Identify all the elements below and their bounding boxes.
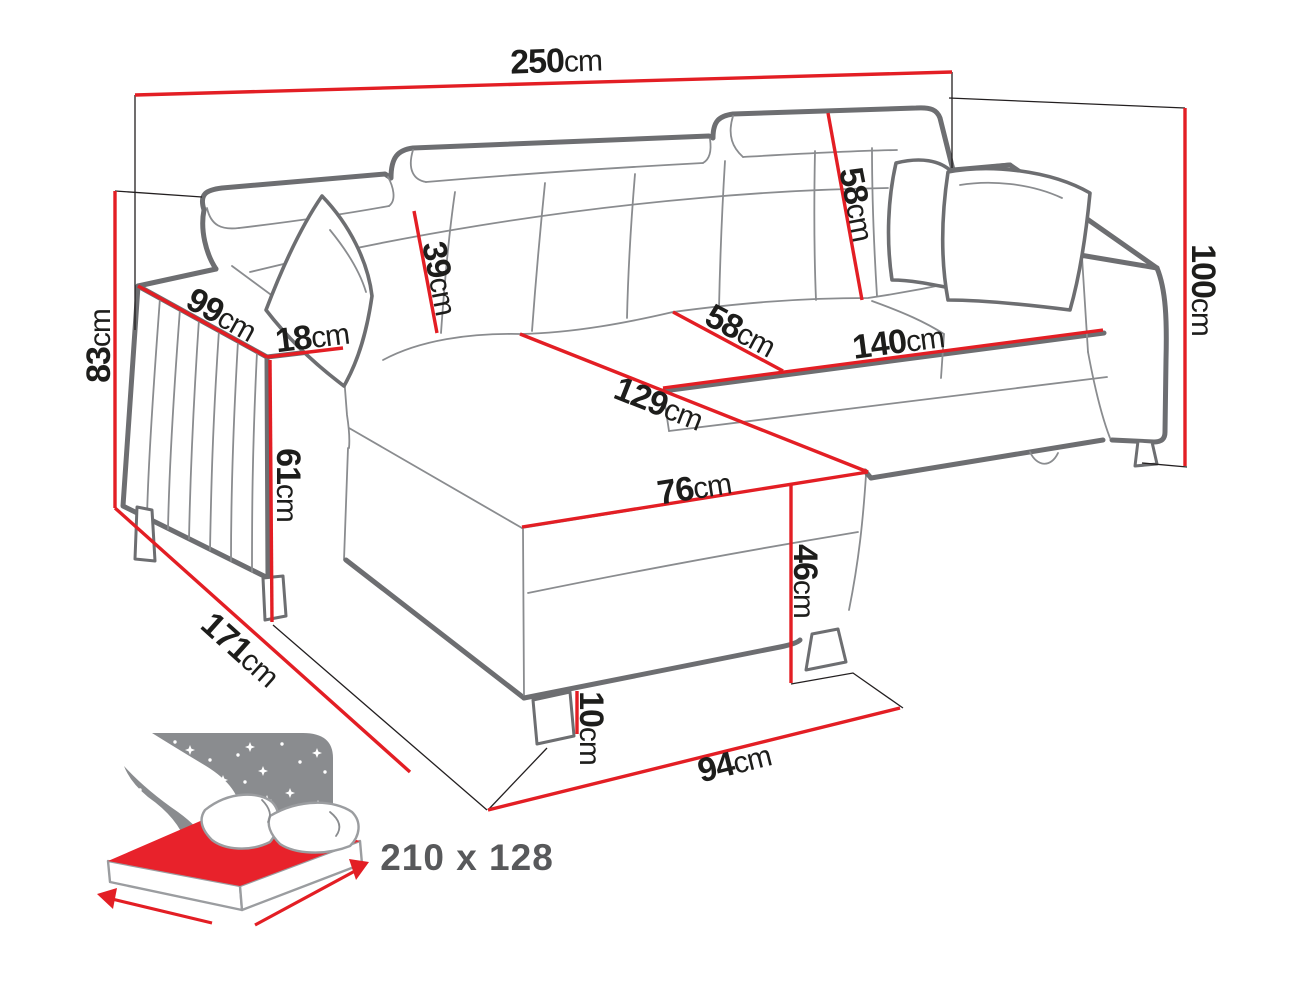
dim-seat-width: 140cm (850, 317, 946, 367)
dim-line-overall-width (134, 70, 953, 97)
dim-armrest-width: 18cm (273, 314, 351, 361)
dim-line-armrest-length (137, 284, 268, 359)
dim-chaise-length: 129cm (609, 369, 708, 438)
dim-seat-depth: 58cm (699, 297, 782, 365)
chaise-rear-leg (804, 627, 848, 672)
headrest-details (206, 115, 898, 230)
svg-text:58cm: 58cm (831, 164, 882, 244)
left-armrest (120, 207, 346, 622)
svg-text:129cm: 129cm (609, 369, 708, 438)
extension-lines (114, 72, 1188, 811)
dim-back-height: 83cm (80, 309, 118, 383)
svg-text:250cm: 250cm (510, 40, 603, 81)
dim-line-seat-depth (672, 310, 784, 373)
svg-text:58cm: 58cm (699, 297, 782, 365)
svg-text:39cm: 39cm (414, 238, 465, 318)
right-armrest-leg (1133, 439, 1159, 468)
dim-line-front-depth (487, 706, 901, 812)
headrest-top-contour (199, 105, 1013, 213)
svg-text:46cm: 46cm (786, 544, 824, 618)
dim-armrest-height: 61cm (269, 448, 307, 522)
svg-text:61cm: 61cm (269, 448, 307, 522)
dim-line-chaise-length (519, 332, 869, 474)
svg-text:99cm: 99cm (180, 280, 263, 349)
dim-armrest-length: 99cm (180, 280, 263, 349)
bed-pillow-right (267, 801, 360, 854)
svg-text:83cm: 83cm (80, 309, 118, 383)
armrest-pleats (146, 297, 258, 573)
right-front-pillow (940, 166, 1092, 312)
svg-text:140cm: 140cm (850, 317, 946, 367)
dim-line-backrest-outer (826, 112, 864, 301)
dimension-lines (113, 70, 1187, 812)
dim-line-backrest-inner (412, 210, 439, 334)
dim-line-chaise-width (521, 470, 869, 529)
bed-icon (97, 733, 369, 927)
sleeping-function-badge: 210 x 128 (97, 733, 554, 927)
chaise-front-leg (531, 690, 576, 746)
backrest-seams (440, 147, 878, 334)
dim-backrest-height-inner: 39cm (414, 238, 465, 318)
armrest-front-leg (261, 574, 288, 622)
dim-line-seat-width (662, 328, 1104, 390)
bed-pillow-left (200, 793, 280, 850)
throw-pillows (264, 158, 1092, 388)
dim-seat-height: 46cm (786, 544, 824, 618)
dim-front-depth: 94cm (694, 736, 775, 791)
dim-overall-height: 100cm (1184, 244, 1222, 336)
dimension-labels: 250cm 83cm 99cm 18cm 61cm 39cm 58cm 58cm… (80, 40, 1222, 791)
sleeping-area-size: 210 x 128 (380, 837, 554, 878)
svg-text:10cm: 10cm (572, 691, 610, 765)
dim-line-armrest-height (268, 359, 274, 623)
svg-text:100cm: 100cm (1184, 244, 1222, 336)
starry-crescent (124, 766, 207, 843)
svg-text:94cm: 94cm (694, 736, 775, 791)
dim-overall-width: 250cm (510, 40, 603, 82)
svg-text:18cm: 18cm (273, 314, 351, 361)
dim-chaise-width: 76cm (655, 463, 734, 512)
dim-line-overall-depth (113, 506, 412, 774)
left-pillow (264, 194, 374, 388)
backrest-mid-line (249, 187, 889, 273)
sofa-line-art (120, 105, 1169, 746)
dim-leg-height: 10cm (572, 691, 610, 765)
dim-backrest-height-outer: 58cm (831, 164, 882, 244)
mattress-size-arrows (97, 859, 369, 927)
svg-text:76cm: 76cm (655, 463, 734, 512)
dim-line-armrest-width (266, 346, 344, 359)
